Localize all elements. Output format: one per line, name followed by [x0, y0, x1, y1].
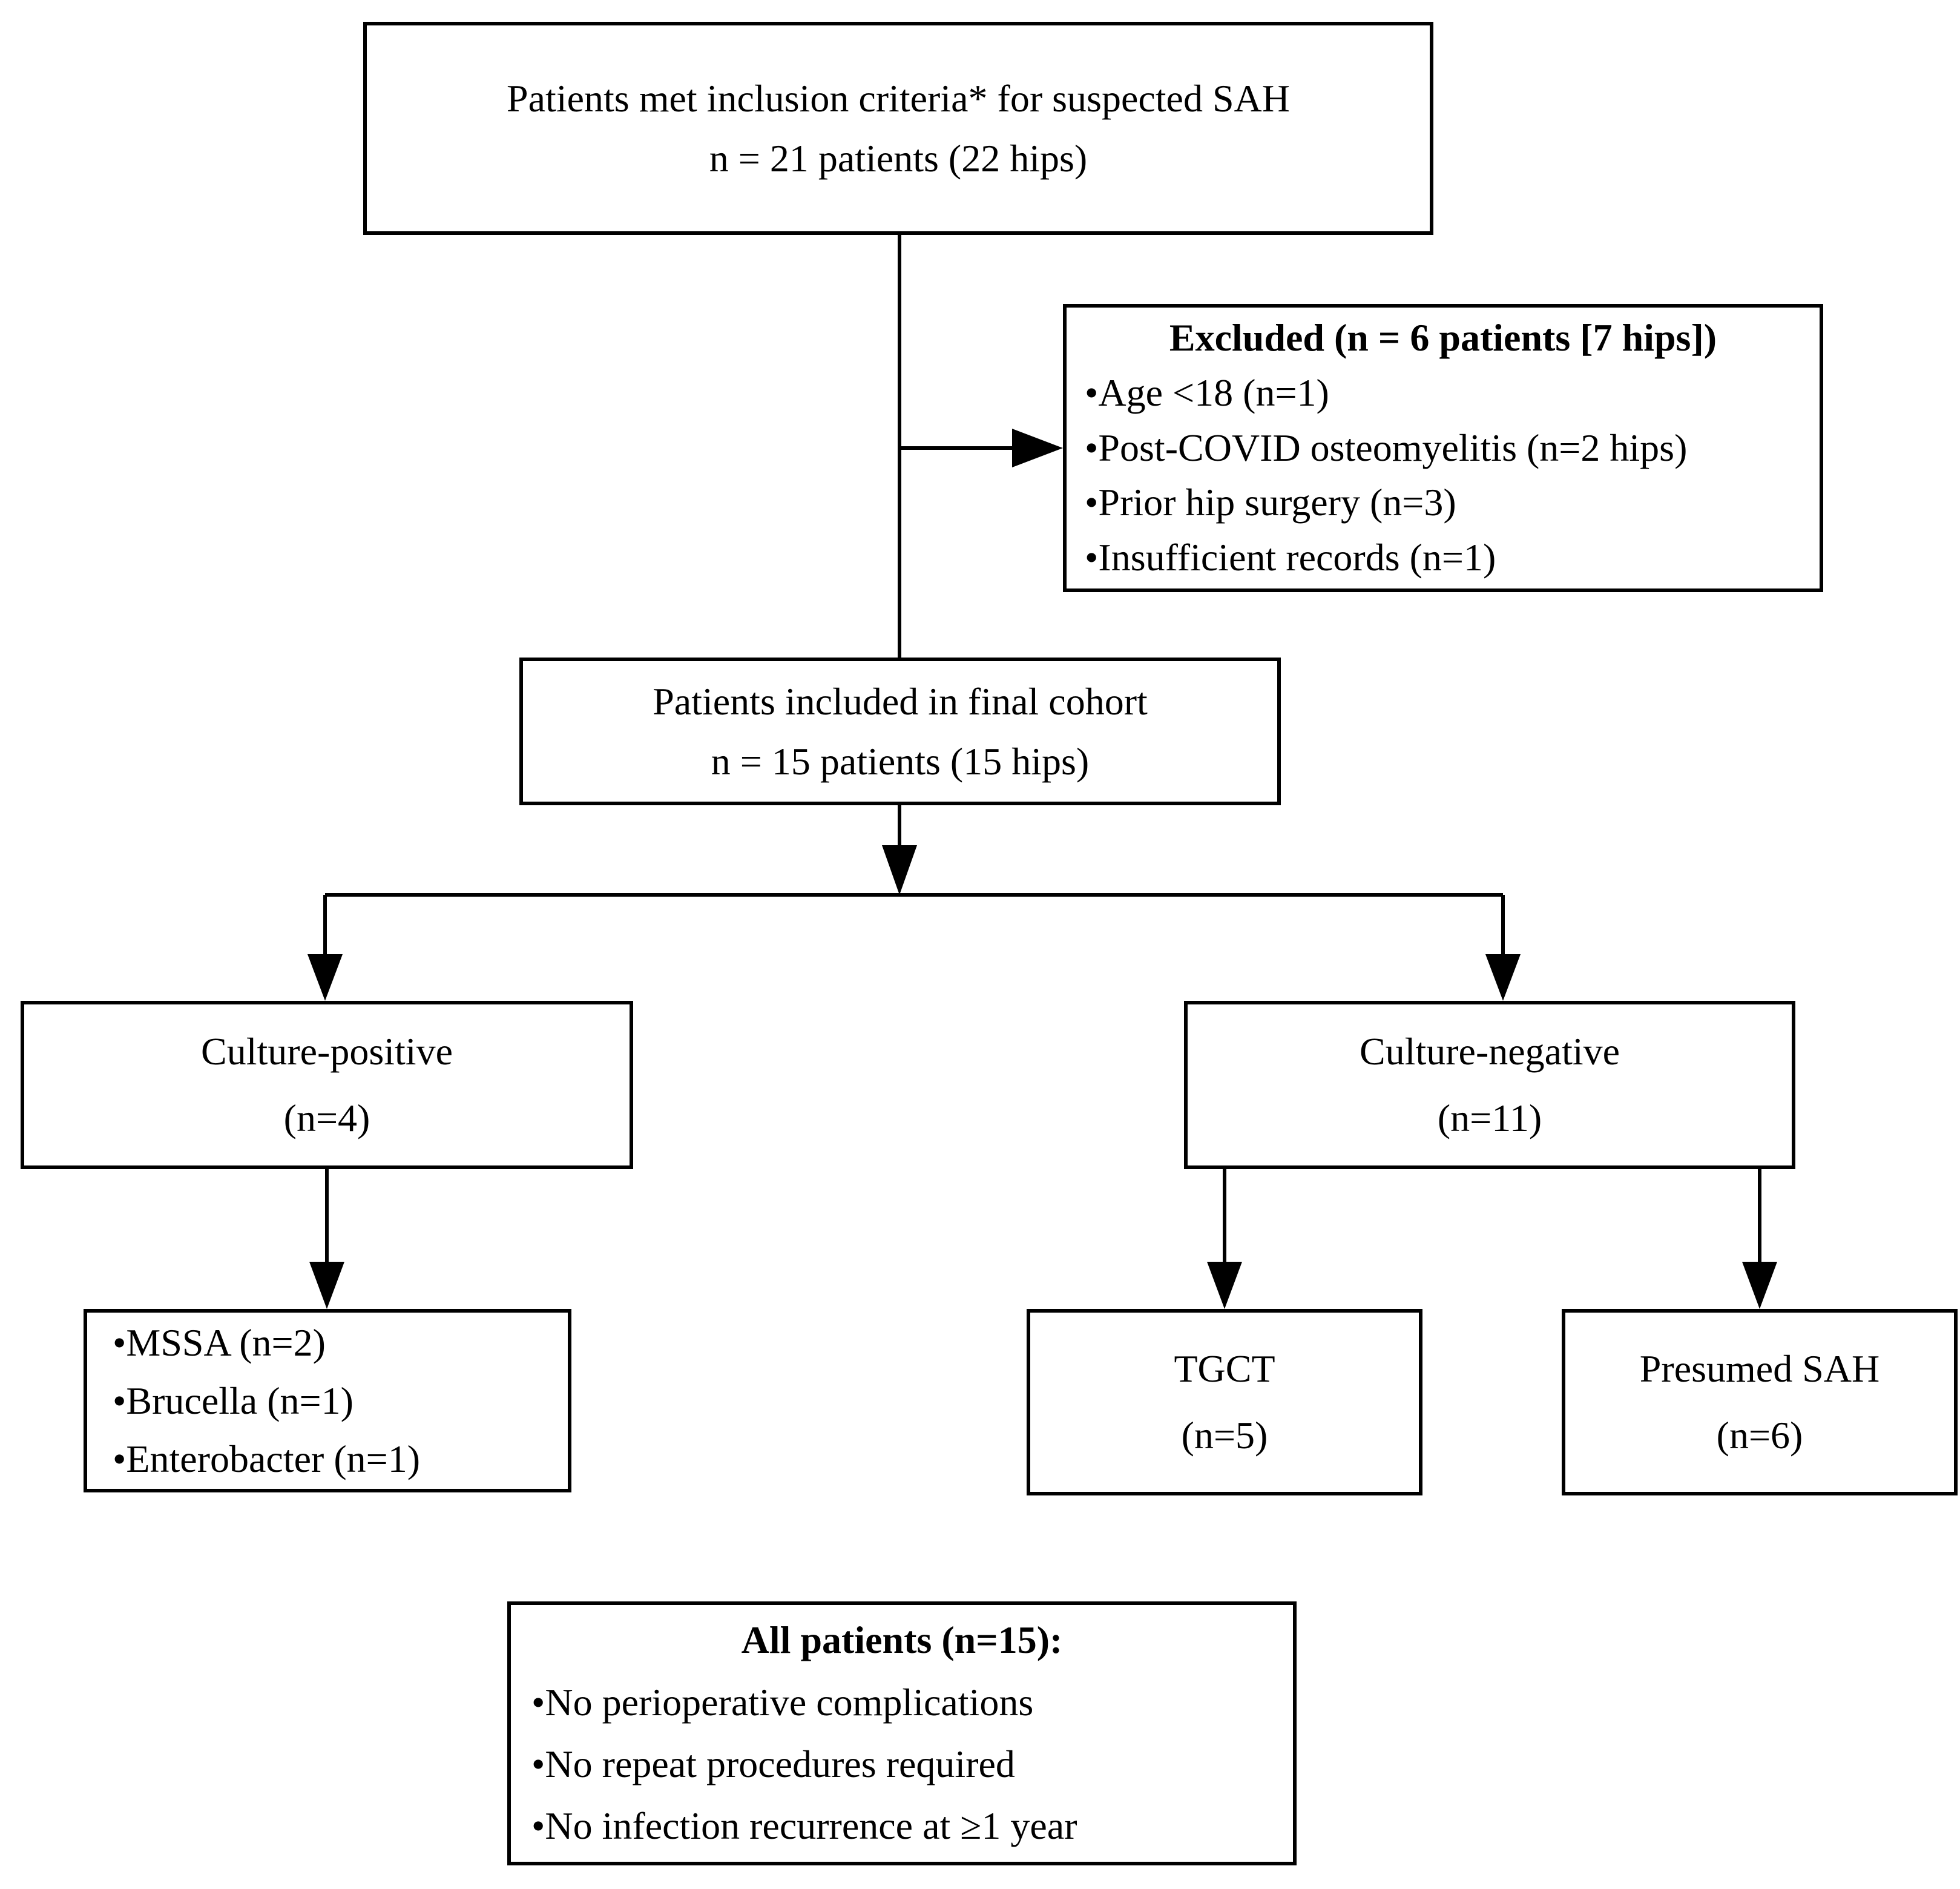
cohort-line1: Patients included in final cohort: [653, 679, 1148, 723]
organisms-box: •MSSA (n=2) •Brucella (n=1) •Enterobacte…: [84, 1309, 571, 1492]
culture-positive-box: Culture-positive (n=4): [21, 1001, 633, 1169]
inclusion-criteria-box: Patients met inclusion criteria* for sus…: [363, 22, 1433, 235]
excluded-item: •Insufficient records (n=1): [1085, 536, 1496, 579]
organism-item: •Enterobacter (n=1): [113, 1437, 421, 1480]
arrowhead-split: [882, 845, 917, 895]
tgct-box: TGCT (n=5): [1027, 1309, 1422, 1495]
organism-item: •MSSA (n=2): [113, 1320, 326, 1364]
tgct-line2: (n=5): [1181, 1414, 1268, 1457]
outcomes-title: All patients (n=15):: [741, 1618, 1063, 1662]
arrowhead-culture-negative: [1485, 954, 1521, 1001]
presumed-sah-line2: (n=6): [1716, 1414, 1803, 1457]
arrowhead-excluded: [1012, 429, 1063, 467]
presumed-sah-line1: Presumed SAH: [1639, 1347, 1880, 1390]
culture-positive-line1: Culture-positive: [201, 1029, 453, 1073]
culture-negative-line1: Culture-negative: [1359, 1029, 1620, 1073]
arrowhead-culture-positive: [307, 954, 343, 1001]
culture-negative-box: Culture-negative (n=11): [1184, 1001, 1795, 1169]
culture-negative-line2: (n=11): [1437, 1096, 1542, 1139]
culture-positive-line2: (n=4): [283, 1096, 370, 1139]
arrowhead-tgct: [1207, 1262, 1242, 1309]
excluded-title: Excluded (n = 6 patients [7 hips]): [1169, 315, 1717, 359]
organism-item: •Brucella (n=1): [113, 1379, 354, 1422]
tgct-line1: TGCT: [1174, 1347, 1275, 1390]
arrowhead-organisms: [309, 1262, 344, 1309]
excluded-item: •Post-COVID osteomyelitis (n=2 hips): [1085, 426, 1688, 469]
outcomes-box: All patients (n=15): •No perioperative c…: [507, 1601, 1297, 1865]
cohort-line2: n = 15 patients (15 hips): [711, 740, 1090, 783]
excluded-box: Excluded (n = 6 patients [7 hips]) •Age …: [1063, 304, 1823, 592]
final-cohort-box: Patients included in final cohort n = 15…: [519, 658, 1281, 805]
inclusion-line1: Patients met inclusion criteria* for sus…: [507, 76, 1290, 120]
inclusion-line2: n = 21 patients (22 hips): [709, 137, 1088, 180]
excluded-item: •Prior hip surgery (n=3): [1085, 481, 1456, 524]
presumed-sah-box: Presumed SAH (n=6): [1562, 1309, 1958, 1495]
outcome-item: •No perioperative complications: [531, 1680, 1034, 1724]
outcome-item: •No repeat procedures required: [531, 1742, 1015, 1785]
arrowhead-presumed: [1742, 1262, 1777, 1309]
outcome-item: •No infection recurrence at ≥1 year: [531, 1804, 1077, 1848]
excluded-item: •Age <18 (n=1): [1085, 371, 1329, 414]
